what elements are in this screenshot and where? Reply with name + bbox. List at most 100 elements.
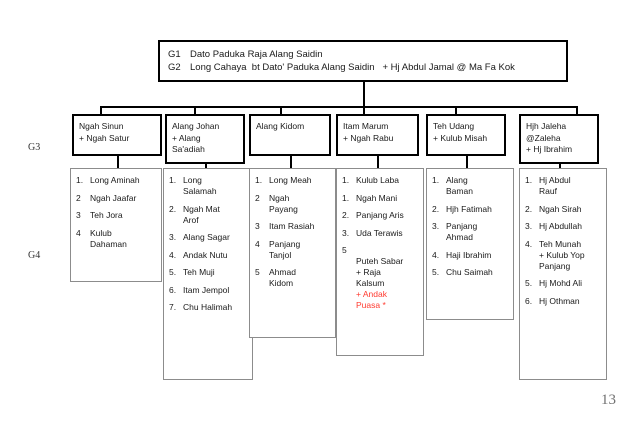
list-item-number: 4 bbox=[255, 238, 260, 249]
g4-list-branch-2: 1.Long Salamah 2.Ngah Mat Arof 3. Alang S… bbox=[169, 175, 249, 313]
list-item: 2.Ngah Mat Arof bbox=[169, 204, 249, 226]
list-item-number: 2. bbox=[525, 203, 533, 214]
list-item: 5.Chu Saimah bbox=[432, 267, 510, 278]
connector-drop-branch-3 bbox=[280, 106, 282, 114]
list-item: 1. Long Aminah bbox=[76, 175, 158, 186]
generation-label-g4: G4 bbox=[28, 250, 41, 261]
list-item-name-wrapper: Puteh Sabar + Raja Kalsum + Andak Puasa … bbox=[356, 245, 420, 322]
list-item-number: 3. bbox=[169, 232, 177, 242]
list-item-name: Alang Baman bbox=[446, 175, 473, 196]
list-item-number: 4. bbox=[525, 238, 533, 249]
list-item: 1. Alang Baman bbox=[432, 175, 510, 197]
list-item: 3 Itam Rasiah bbox=[255, 221, 332, 232]
connector-g3-g4-branch-2 bbox=[205, 164, 207, 168]
list-item-number: 4 bbox=[76, 227, 81, 238]
list-item: 2 Ngah Jaafar bbox=[76, 193, 158, 204]
list-item: 7. Chu Halimah bbox=[169, 302, 249, 313]
list-item: 2. Ngah Sirah bbox=[525, 204, 603, 215]
list-item: 1.Ngah Mani bbox=[342, 193, 420, 204]
root-name-g1: Dato Paduka Raja Alang Saidin bbox=[190, 49, 323, 60]
list-item-name: Alang Sagar bbox=[183, 232, 230, 242]
list-item: 1.Long Salamah bbox=[169, 175, 249, 197]
connector-drop-branch-2 bbox=[194, 106, 196, 114]
g3-box-branch-1: Ngah Sinun + Ngah Satur bbox=[72, 114, 162, 156]
g3-name-branch-4: Itam Marum + Ngah Rabu bbox=[343, 121, 394, 143]
list-item: 6.Itam Jempol bbox=[169, 285, 249, 296]
list-item-number: 3 bbox=[255, 221, 260, 231]
list-item-name: Long Meah bbox=[269, 175, 312, 185]
list-item-number: 5 bbox=[342, 245, 347, 255]
list-item-number: 1. bbox=[432, 175, 440, 185]
list-item-number: 4. bbox=[169, 249, 177, 260]
list-item-name: Puteh Sabar + Raja Kalsum bbox=[356, 256, 404, 288]
list-item-number: 3 bbox=[76, 210, 81, 220]
list-item: 5.Teh Muji bbox=[169, 267, 249, 278]
list-item: 4.Andak Nutu bbox=[169, 250, 249, 261]
root-name-g2: Long Cahaya bt Dato' Paduka Alang Saidin… bbox=[190, 62, 515, 73]
list-item-name: Teh Munah + Kulub Yop Panjang bbox=[539, 238, 585, 271]
list-item-name: Hj Abdullah bbox=[539, 221, 583, 231]
list-item-name: Long Aminah bbox=[90, 175, 140, 185]
connector-g3-g4-branch-6 bbox=[559, 164, 561, 168]
list-item-name: Hjh Fatimah bbox=[446, 203, 492, 214]
list-item-name: Ngah Jaafar bbox=[90, 192, 137, 203]
list-item-name: Itam Jempol bbox=[183, 284, 230, 295]
connector-g3-g4-branch-5 bbox=[466, 156, 468, 168]
page-number: 13 bbox=[601, 392, 616, 408]
list-item-name: Teh Muji bbox=[183, 267, 215, 277]
connector-g3-g4-branch-3 bbox=[290, 156, 292, 168]
list-item: 2. Hjh Fatimah bbox=[432, 204, 510, 215]
list-item-name: Ngah Sirah bbox=[539, 203, 582, 214]
list-item-name: Chu Saimah bbox=[446, 267, 493, 277]
g3-name-branch-6: Hjh Jaleha @Zaleha + Hj Ibrahim bbox=[526, 121, 573, 154]
list-item-name: Hj Othman bbox=[539, 295, 580, 306]
g4-list-branch-4: 1.Kulub Laba 1.Ngah Mani 2.Panjang Aris … bbox=[342, 175, 420, 322]
g3-name-branch-2: Alang Johan + Alang Sa'adiah bbox=[172, 121, 220, 154]
list-item-number: 2. bbox=[342, 210, 350, 220]
list-item-number: 1. bbox=[255, 175, 263, 185]
list-item-number: 1. bbox=[342, 175, 350, 185]
g4-list-branch-5: 1. Alang Baman 2. Hjh Fatimah 3.Panjang Ah… bbox=[432, 175, 510, 278]
list-item-annotation: + Andak Puasa * bbox=[356, 289, 387, 310]
list-item-name: Panjang Aris bbox=[356, 210, 404, 220]
list-item-name: Itam Rasiah bbox=[269, 221, 315, 231]
list-item-name: Haji Ibrahim bbox=[446, 249, 492, 260]
list-item-name: Hj Abdul Rauf bbox=[539, 175, 571, 196]
list-item-number: 2. bbox=[432, 203, 440, 214]
connector-drop-branch-6 bbox=[576, 106, 578, 114]
list-item: 3.Panjang Ahmad bbox=[432, 221, 510, 243]
list-item: 3.Uda Terawis bbox=[342, 228, 420, 239]
connector-drop-branch-4 bbox=[363, 106, 365, 114]
list-item-number: 3. bbox=[525, 221, 533, 231]
g4-box-branch-2: 1.Long Salamah 2.Ngah Mat Arof 3. Alang S… bbox=[163, 168, 253, 380]
g4-list-branch-6: 1.Hj Abdul Rauf 2.Ngah Sirah 3.Hj Abdull… bbox=[525, 175, 603, 307]
list-item-number: 3. bbox=[342, 227, 350, 238]
root-generation-label-g1: G1 bbox=[168, 49, 181, 60]
list-item-number: 4. bbox=[432, 249, 440, 260]
list-item-number: 2 bbox=[255, 192, 260, 203]
list-item: 1.Kulub Laba bbox=[342, 175, 420, 186]
list-item-name: Ahmad Kidom bbox=[269, 267, 296, 288]
list-item-name: Ngah Mat Arof bbox=[183, 203, 220, 225]
list-item-name: Chu Halimah bbox=[183, 302, 233, 312]
root-ancestor-box: G1 Dato Paduka Raja Alang Saidin G2 Long… bbox=[158, 40, 568, 82]
g3-name-branch-5: Teh Udang + Kulub Misah bbox=[433, 121, 488, 143]
list-item-name: Ngah Mani bbox=[356, 192, 398, 203]
list-item: 4. Haji Ibrahim bbox=[432, 250, 510, 261]
g3-box-branch-5: Teh Udang + Kulub Misah bbox=[426, 114, 506, 156]
list-item: 4. Teh Munah + Kulub Yop Panjang bbox=[525, 239, 603, 272]
list-item-number: 1. bbox=[76, 175, 84, 185]
list-item: 4 Kulub Dahaman bbox=[76, 228, 158, 250]
list-item-number: 7. bbox=[169, 302, 177, 312]
list-item: 5 Puteh Sabar + Raja Kalsum + Andak Puas… bbox=[342, 245, 420, 322]
list-item-number: 5. bbox=[525, 278, 533, 288]
list-item-number: 2 bbox=[76, 192, 81, 203]
list-item-name: Kulub Dahaman bbox=[90, 227, 127, 249]
